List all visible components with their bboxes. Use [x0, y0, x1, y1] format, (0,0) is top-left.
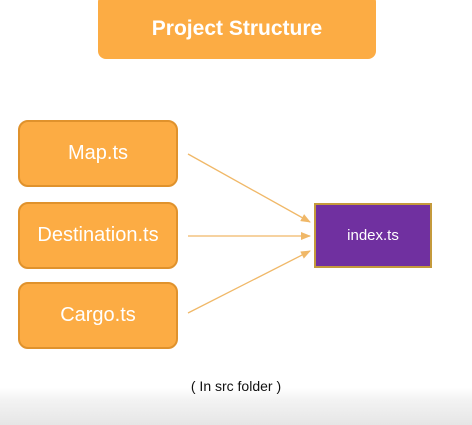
- title-banner: Project Structure: [98, 0, 376, 59]
- target-label: index.ts: [347, 227, 399, 244]
- node-label: Destination.ts: [37, 224, 159, 246]
- node-index-ts: index.ts: [314, 203, 432, 268]
- node-label: Cargo.ts: [60, 304, 136, 326]
- arrow-cargo-to-index: [187, 250, 311, 314]
- node-cargo-ts: Cargo.ts: [18, 282, 178, 349]
- node-map-ts: Map.ts: [18, 120, 178, 187]
- title-text: Project Structure: [151, 16, 323, 40]
- node-destination-ts: Destination.ts: [18, 202, 178, 269]
- caption: ( In src folder ): [190, 378, 282, 394]
- arrow-map-to-index: [187, 153, 311, 223]
- node-label: Map.ts: [67, 142, 129, 164]
